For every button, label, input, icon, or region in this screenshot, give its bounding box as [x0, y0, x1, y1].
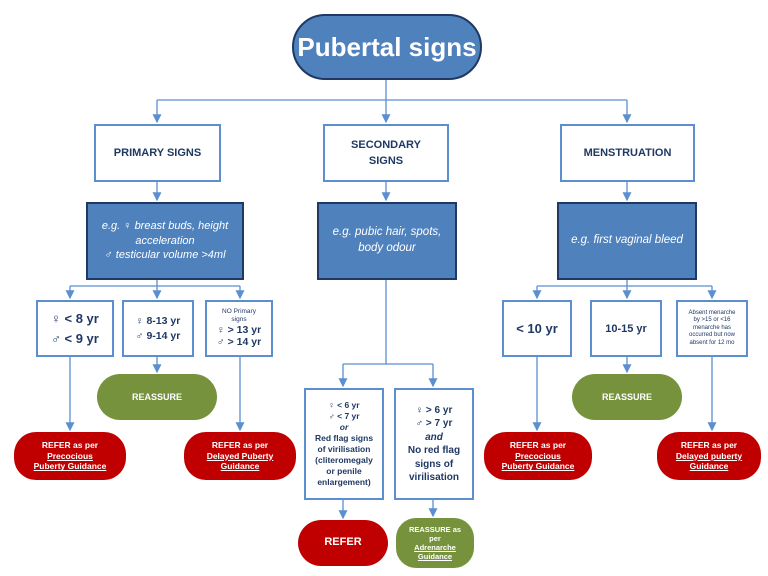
- menstruation-normal-box: 10-15 yr: [590, 300, 662, 357]
- menstruation-late-line-1: Absent menarche: [688, 309, 736, 316]
- primary-early-box: ♀ < 8 yr ♂ < 9 yr: [36, 300, 114, 357]
- menstruation-early-box: < 10 yr: [502, 300, 572, 357]
- primary-early-male: ♂ < 9 yr: [51, 330, 99, 346]
- secondary-normal-female: ♀ > 6 yr: [415, 404, 453, 416]
- secondary-early-female: ♀ < 6 yr: [328, 399, 360, 410]
- secondary-normal-line-5: signs of: [414, 458, 454, 470]
- menstruation-refer-delayed-link-2[interactable]: Guidance: [689, 461, 729, 472]
- secondary-normal-box: ♀ > 6 yr ♂ > 7 yr and No red flag signs …: [394, 388, 474, 500]
- secondary-normal-and: and: [425, 431, 443, 443]
- secondary-example-line-2: body odour: [358, 242, 416, 254]
- secondary-normal-male: ♂ > 7 yr: [415, 418, 453, 429]
- primary-refer-precocious-link-1[interactable]: Precocious: [47, 450, 93, 461]
- secondary-reassure-line-1: REASSURE as: [408, 525, 462, 534]
- primary-example-box: e.g. ♀ breast buds, height acceleration …: [86, 202, 244, 280]
- primary-refer-delayed-line-1: REFER as per: [211, 440, 269, 451]
- menstruation-late-line-4: occurred but now: [688, 332, 736, 339]
- menstruation-refer-precocious-line-1: REFER as per: [509, 440, 567, 451]
- menstruation-refer-delayed-link-1[interactable]: Delayed puberty: [675, 450, 743, 461]
- primary-example-line-3: ♂ testicular volume >4ml: [104, 249, 226, 262]
- secondary-early-line-5: of virilisation: [317, 444, 371, 454]
- menstruation-example-box: e.g. first vaginal bleed: [557, 202, 697, 280]
- primary-refer-delayed-link-2[interactable]: Guidance: [220, 461, 260, 472]
- menstruation-refer-delayed-line-1: REFER as per: [680, 440, 738, 451]
- primary-normal-male: ♂ 9-14 yr: [135, 329, 181, 342]
- primary-reassure-pill: REASSURE: [97, 374, 217, 420]
- secondary-normal-line-4: No red flag: [407, 445, 461, 456]
- primary-normal-female: ♀ 8-13 yr: [135, 314, 181, 327]
- secondary-signs-header: SECONDARY SIGNS: [323, 124, 449, 182]
- primary-header-label: PRIMARY SIGNS: [113, 147, 202, 159]
- menstruation-refer-precocious-link-2[interactable]: Puberty Guidance: [501, 461, 575, 472]
- primary-late-female: ♀ > 13 yr: [216, 323, 262, 336]
- primary-example-line-1: e.g. ♀ breast buds, height: [101, 219, 229, 232]
- primary-late-male: ♂ > 14 yr: [216, 336, 262, 349]
- menstruation-reassure-label: REASSURE: [601, 392, 652, 402]
- secondary-header-line-1: SECONDARY: [351, 138, 421, 151]
- primary-late-note-2: signs: [231, 315, 247, 323]
- menstruation-reassure-pill: REASSURE: [572, 374, 682, 420]
- secondary-early-line-6: (cliteromegaly: [315, 455, 373, 466]
- secondary-example-line-1: e.g. pubic hair, spots,: [332, 226, 442, 239]
- menstruation-header: MENSTRUATION: [560, 124, 695, 182]
- menstruation-late-box: Absent menarche by >15 or <16 menarche h…: [676, 300, 748, 357]
- menstruation-normal-label: 10-15 yr: [605, 322, 647, 335]
- menstruation-refer-precocious: REFER as per Precocious Puberty Guidance: [484, 432, 592, 480]
- secondary-reassure-line-2: per: [429, 534, 441, 543]
- secondary-reassure-link-2[interactable]: Guidance: [417, 552, 453, 561]
- primary-signs-header: PRIMARY SIGNS: [94, 124, 221, 182]
- title-node: Pubertal signs: [292, 14, 482, 80]
- primary-reassure-label: REASSURE: [131, 392, 182, 402]
- menstruation-header-label: MENSTRUATION: [583, 147, 672, 159]
- secondary-reassure-link-1[interactable]: Adrenarche: [414, 543, 456, 552]
- menstruation-refer-precocious-link-1[interactable]: Precocious: [515, 450, 561, 461]
- secondary-early-or: or: [339, 421, 349, 432]
- menstruation-refer-delayed: REFER as per Delayed puberty Guidance: [657, 432, 761, 480]
- primary-late-note-1: NO Primary: [222, 308, 256, 316]
- menstruation-late-line-3: menarche has: [692, 324, 732, 331]
- primary-refer-delayed: REFER as per Delayed Puberty Guidance: [184, 432, 296, 480]
- menstruation-late-line-5: absent for 12 mo: [689, 339, 735, 346]
- title-text: Pubertal signs: [297, 31, 477, 62]
- primary-late-box: NO Primary signs ♀ > 13 yr ♂ > 14 yr: [205, 300, 273, 357]
- menstruation-early-label: < 10 yr: [516, 321, 558, 336]
- secondary-refer-label: REFER: [324, 536, 362, 549]
- primary-refer-delayed-link-1[interactable]: Delayed Puberty: [206, 450, 274, 461]
- secondary-example-box: e.g. pubic hair, spots, body odour: [317, 202, 457, 280]
- primary-early-female: ♀ < 8 yr: [51, 311, 99, 326]
- secondary-early-line-7: or penile: [326, 466, 362, 477]
- secondary-early-line-8: enlargement): [317, 477, 371, 488]
- secondary-refer-pill: REFER: [298, 520, 388, 566]
- primary-example-line-2: acceleration: [135, 234, 195, 247]
- secondary-early-male: ♂ < 7 yr: [328, 410, 360, 421]
- secondary-normal-line-6: virilisation: [408, 472, 459, 483]
- primary-refer-precocious: REFER as per Precocious Puberty Guidance: [14, 432, 126, 480]
- menstruation-late-line-2: by >15 or <16: [693, 317, 731, 324]
- secondary-reassure-pill: REASSURE as per Adrenarche Guidance: [396, 518, 474, 568]
- secondary-early-line-4: Red flag signs: [314, 432, 374, 443]
- secondary-early-box: ♀ < 6 yr ♂ < 7 yr or Red flag signs of v…: [304, 388, 384, 500]
- primary-normal-box: ♀ 8-13 yr ♂ 9-14 yr: [122, 300, 194, 357]
- menstruation-example-text: e.g. first vaginal bleed: [571, 234, 683, 247]
- secondary-header-line-2: SIGNS: [368, 155, 404, 167]
- primary-refer-precocious-line-1: REFER as per: [41, 440, 99, 451]
- primary-refer-precocious-link-2[interactable]: Puberty Guidance: [33, 461, 107, 472]
